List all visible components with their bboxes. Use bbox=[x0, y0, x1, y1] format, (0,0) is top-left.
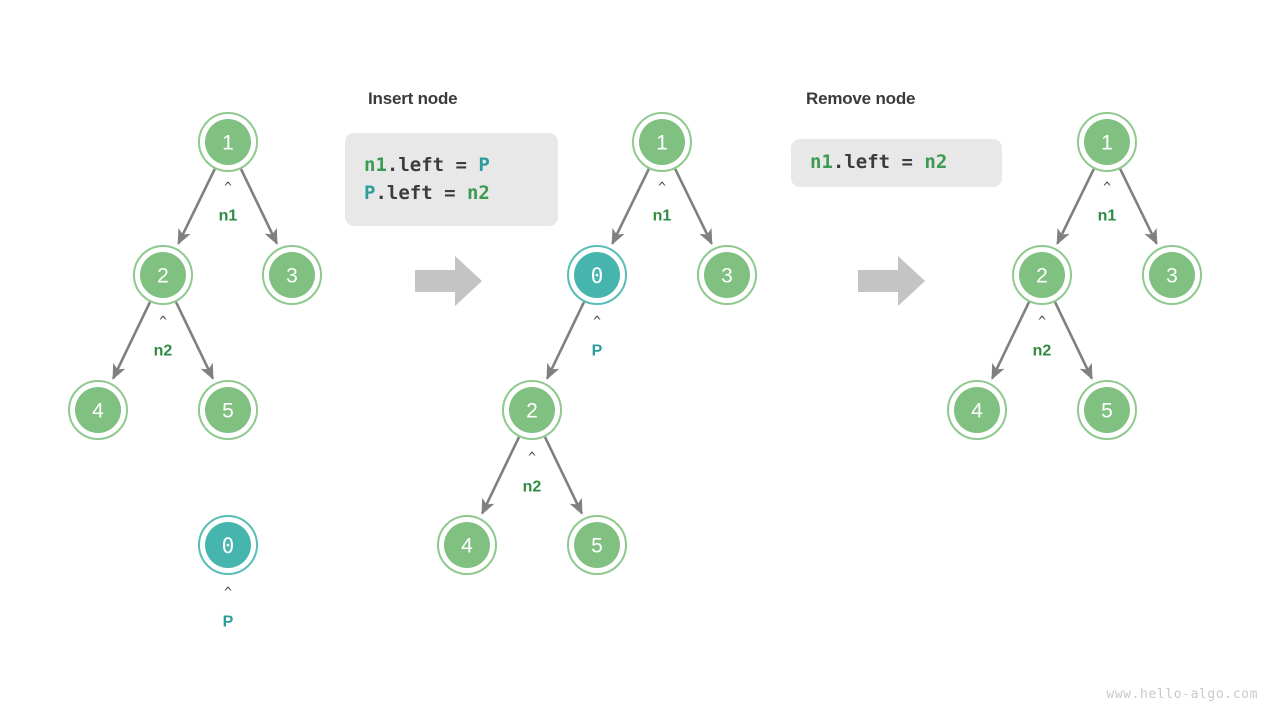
pointers-layer: ^n1^n2^P^n1^P^n2^n1^n2 bbox=[154, 181, 1117, 631]
node-value: 4 bbox=[461, 535, 473, 558]
before-node-1[interactable]: 1 bbox=[198, 112, 258, 172]
pointer-label: P bbox=[223, 614, 234, 631]
code-line: n1.left = P bbox=[364, 152, 558, 180]
tree-edge bbox=[543, 436, 583, 515]
tree-edge bbox=[611, 168, 650, 245]
remove-pointer-n2: ^ n2 bbox=[1033, 315, 1052, 360]
pointer-label: n2 bbox=[154, 343, 173, 360]
node-value: 5 bbox=[1101, 400, 1113, 423]
transition-arrow-icon bbox=[415, 255, 483, 307]
node-value: 0 bbox=[222, 534, 235, 558]
remove-node-3[interactable]: 3 bbox=[1142, 245, 1202, 305]
insert-pointer-p: ^P bbox=[592, 315, 603, 360]
insert-node-4[interactable]: 4 bbox=[437, 515, 497, 575]
insert-node-1[interactable]: 1 bbox=[632, 112, 692, 172]
before-pointer-n2: ^ n2 bbox=[154, 315, 173, 360]
before-pointer-p: ^P bbox=[223, 586, 234, 631]
edges-layer bbox=[112, 168, 1158, 515]
pointer-label: n2 bbox=[523, 479, 542, 496]
tree-edge bbox=[546, 301, 586, 380]
before-node-2[interactable]: 2 bbox=[133, 245, 193, 305]
code-line: P.left = n2 bbox=[364, 180, 558, 208]
before-node-5[interactable]: 5 bbox=[198, 380, 258, 440]
node-value: 4 bbox=[971, 400, 983, 423]
pointer-caret-icon: ^ bbox=[224, 181, 232, 196]
pointer-caret-icon: ^ bbox=[224, 586, 232, 601]
node-value: 2 bbox=[157, 265, 169, 288]
pointer-label: n1 bbox=[219, 208, 238, 225]
insert-node-3[interactable]: 3 bbox=[697, 245, 757, 305]
node-value: 5 bbox=[222, 400, 234, 423]
code-token: n1 bbox=[364, 153, 387, 176]
code-token: .left = bbox=[832, 151, 925, 174]
node-value: 1 bbox=[656, 132, 668, 155]
before-pointer-n1: ^ n1 bbox=[219, 181, 238, 225]
pointer-caret-icon: ^ bbox=[159, 315, 167, 330]
code-box-remove: n1.left = n2 bbox=[791, 139, 1002, 187]
watermark: www.hello-algo.com bbox=[1106, 687, 1258, 702]
tree-edge bbox=[112, 301, 152, 380]
node-value: 0 bbox=[591, 264, 604, 288]
code-token: P bbox=[478, 153, 490, 176]
pointer-caret-icon: ^ bbox=[528, 451, 536, 466]
node-value: 1 bbox=[222, 132, 234, 155]
node-value: 3 bbox=[1166, 265, 1178, 288]
node-value: 3 bbox=[286, 265, 298, 288]
node-value: 3 bbox=[721, 265, 733, 288]
panel-title-remove: Remove node bbox=[806, 89, 916, 108]
code-token: n2 bbox=[924, 151, 948, 174]
code-token: .left = bbox=[375, 181, 467, 204]
panel-title-insert: Insert node bbox=[368, 89, 458, 108]
code-token: .left = bbox=[386, 153, 479, 176]
pointer-label: n1 bbox=[1098, 208, 1117, 225]
node-value: 4 bbox=[92, 400, 104, 423]
remove-pointer-n1: ^ n1 bbox=[1098, 181, 1117, 225]
insert-pointer-n1: ^ n1 bbox=[653, 181, 672, 225]
code-token: n1 bbox=[810, 151, 833, 174]
code-token: n2 bbox=[466, 181, 490, 204]
pointer-caret-icon: ^ bbox=[1038, 315, 1046, 330]
insert-node-0[interactable]: 0 bbox=[567, 245, 627, 305]
remove-node-2[interactable]: 2 bbox=[1012, 245, 1072, 305]
code-line: n1.left = n2 bbox=[810, 149, 1002, 177]
insert-pointer-n2: ^ n2 bbox=[523, 451, 542, 496]
node-value: 5 bbox=[591, 535, 603, 558]
pointer-label: P bbox=[592, 343, 603, 360]
node-value: 1 bbox=[1101, 132, 1113, 155]
tree-edge bbox=[481, 436, 521, 515]
node-value: 2 bbox=[1036, 265, 1048, 288]
remove-node-1[interactable]: 1 bbox=[1077, 112, 1137, 172]
before-node-3[interactable]: 3 bbox=[262, 245, 322, 305]
tree-edge bbox=[1053, 301, 1093, 380]
before-node-0[interactable]: 0 bbox=[198, 515, 258, 575]
tree-edge bbox=[991, 301, 1031, 380]
before-node-4[interactable]: 4 bbox=[68, 380, 128, 440]
code-token: P bbox=[364, 181, 376, 204]
remove-node-5[interactable]: 5 bbox=[1077, 380, 1137, 440]
transition-arrow-icon bbox=[858, 255, 926, 307]
pointer-label: n1 bbox=[653, 208, 672, 225]
pointer-caret-icon: ^ bbox=[658, 181, 666, 196]
nodes-layer: 1 2 3 4 5 0 1 0 3 2 4 5 1 2 3 4 5 bbox=[68, 112, 1202, 575]
remove-node-4[interactable]: 4 bbox=[947, 380, 1007, 440]
insert-node-2[interactable]: 2 bbox=[502, 380, 562, 440]
pointer-caret-icon: ^ bbox=[1103, 181, 1111, 196]
tree-edge bbox=[1056, 168, 1095, 245]
tree-edge bbox=[174, 301, 214, 380]
tree-edge bbox=[1119, 168, 1158, 245]
tree-edge bbox=[177, 168, 216, 245]
pointer-label: n2 bbox=[1033, 343, 1052, 360]
tree-edge bbox=[674, 168, 713, 245]
tree-edge bbox=[239, 168, 278, 245]
pointer-caret-icon: ^ bbox=[593, 315, 601, 330]
insert-node-5[interactable]: 5 bbox=[567, 515, 627, 575]
node-value: 2 bbox=[526, 400, 538, 423]
